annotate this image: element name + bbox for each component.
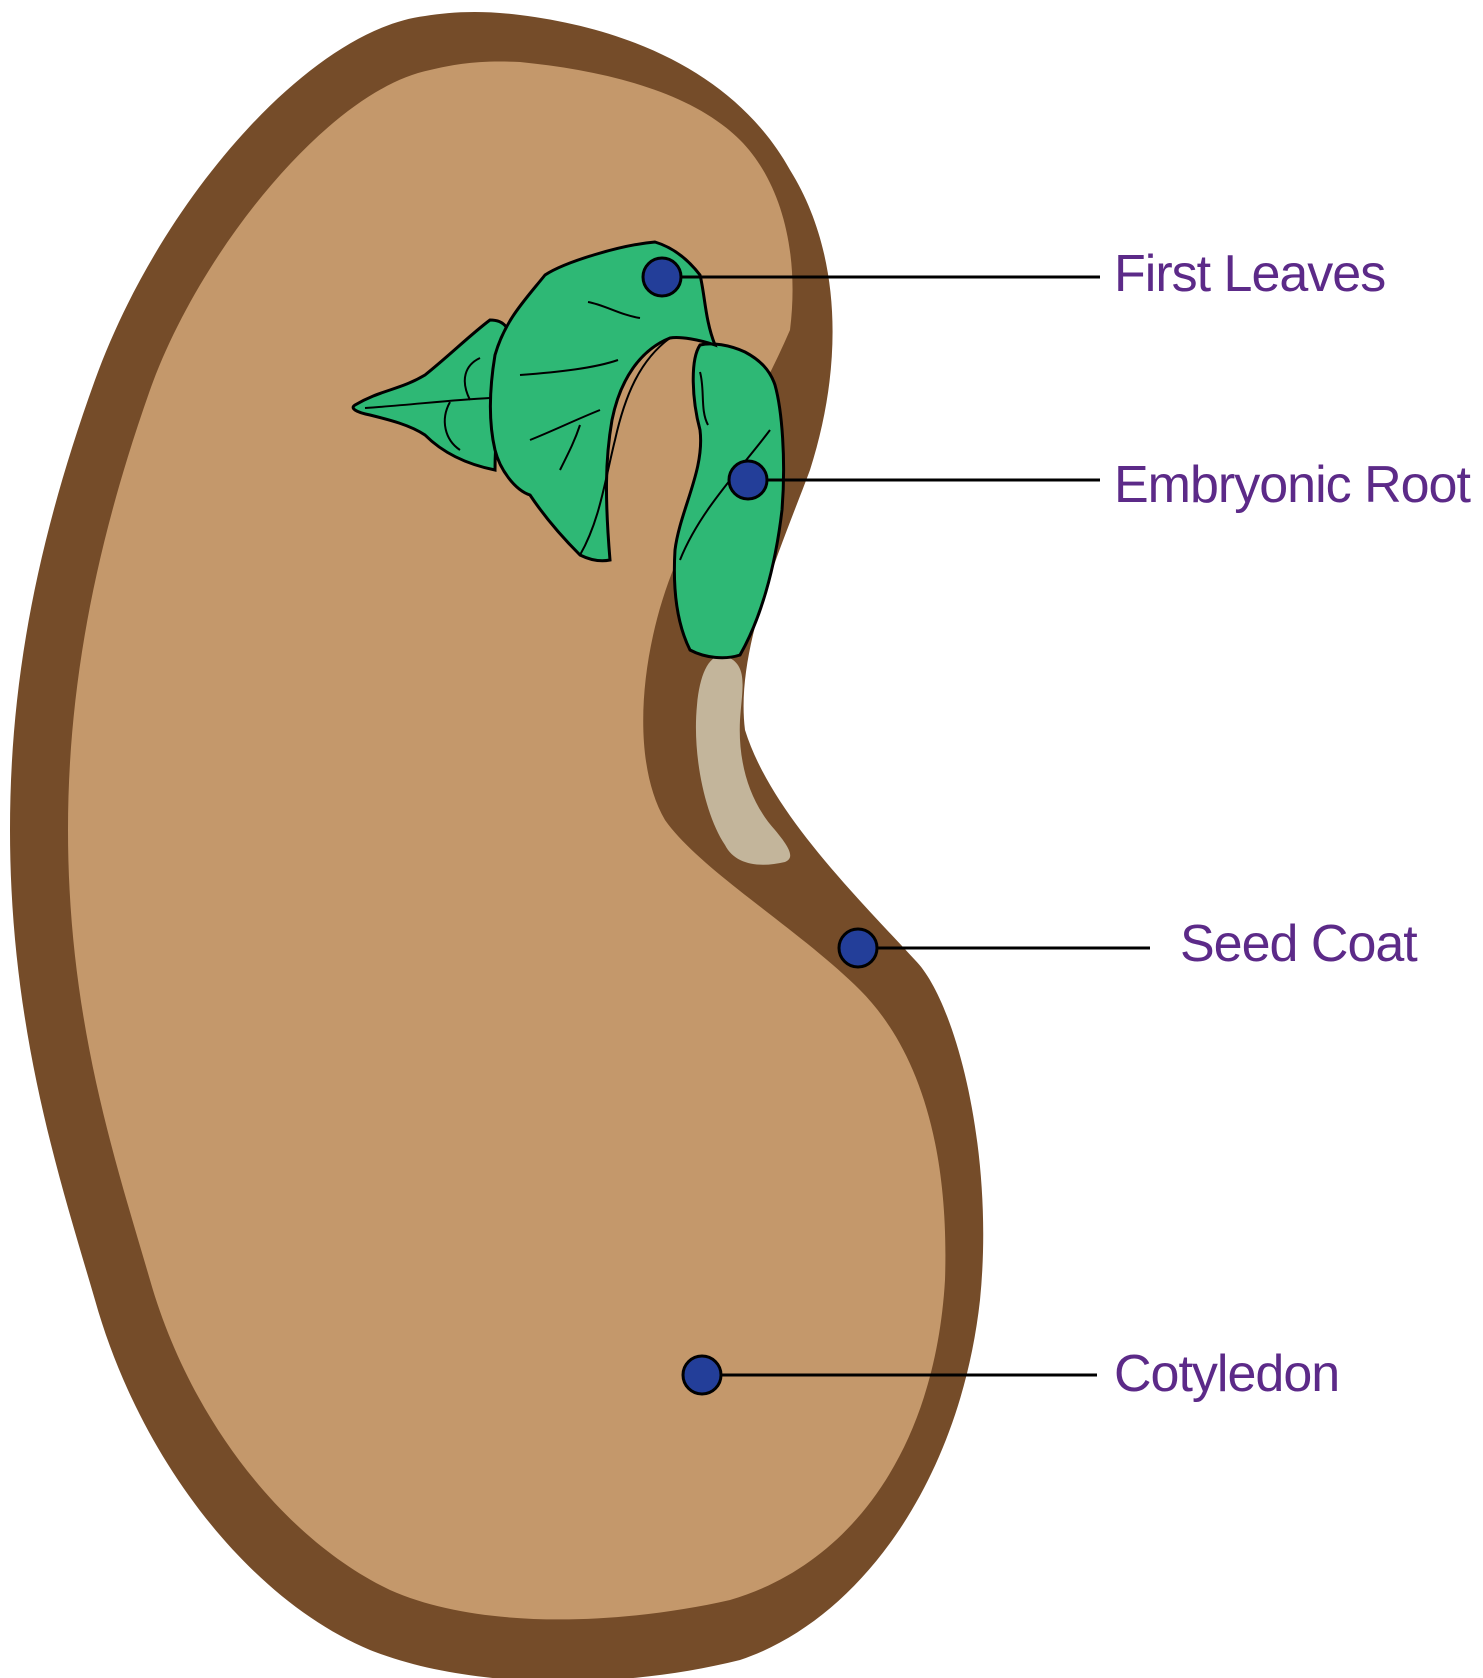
seed-coat-label: Seed Coat <box>1180 915 1418 973</box>
first-leaves-marker <box>643 258 681 296</box>
first-leaves-label: First Leaves <box>1114 245 1385 303</box>
cotyledon-label: Cotyledon <box>1114 1345 1339 1403</box>
embryonic-root-marker <box>729 461 767 499</box>
cotyledon-marker <box>683 1356 721 1394</box>
embryonic-root-label: Embryonic Root <box>1114 456 1471 514</box>
seed-coat-marker <box>839 929 877 967</box>
